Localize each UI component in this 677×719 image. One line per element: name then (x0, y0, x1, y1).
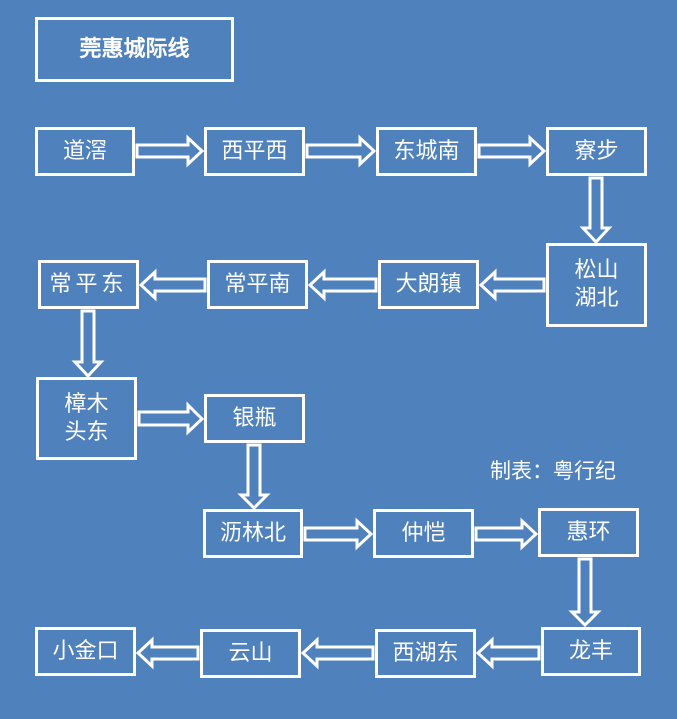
station-longfeng: 龙丰 (541, 627, 641, 676)
credit-text: 制表：粤行纪 (490, 459, 616, 483)
station-songshanhubei: 松山 湖北 (546, 243, 647, 327)
station-label: 常平东 (49, 271, 128, 297)
station-label: 大朗镇 (395, 271, 462, 297)
station-label: 西湖东 (392, 640, 459, 666)
station-label: 东城南 (393, 138, 460, 164)
station-yunshan: 云山 (200, 629, 301, 678)
arrow-left-4 (475, 636, 541, 670)
diagram-title-text: 莞惠城际线 (79, 36, 190, 62)
station-label: 沥林北 (219, 520, 286, 546)
station-dongchengnan: 东城南 (376, 127, 477, 176)
arrow-right-4 (137, 401, 205, 436)
station-label: 龙丰 (568, 638, 613, 664)
station-label: 常平南 (224, 271, 291, 297)
station-zhongkai: 仲恺 (373, 509, 474, 558)
station-zhangmutoudong: 樟木 头东 (36, 377, 137, 460)
arrow-down-1 (579, 176, 613, 245)
arrow-right-6 (474, 517, 539, 551)
station-label: 银瓶 (232, 405, 277, 431)
station-label: 惠环 (566, 519, 611, 545)
station-label: 云山 (228, 640, 273, 666)
arrow-left-2 (307, 268, 378, 302)
arrow-right-3 (477, 134, 547, 168)
arrow-left-6 (135, 636, 200, 670)
station-yinping: 银瓶 (204, 394, 305, 443)
station-xihudong: 西湖东 (375, 629, 476, 678)
arrow-right-1 (135, 134, 205, 168)
station-dalangzhen: 大朗镇 (378, 260, 479, 309)
arrow-left-3 (138, 268, 207, 302)
arrow-left-1 (478, 268, 546, 302)
arrow-down-3 (237, 443, 271, 511)
station-huihuan: 惠环 (538, 508, 639, 557)
station-label: 樟木 头东 (64, 391, 109, 445)
station-label: 仲恺 (401, 520, 446, 546)
arrow-left-5 (300, 636, 375, 670)
station-linbei: 沥林北 (203, 509, 303, 558)
arrow-down-2 (71, 309, 105, 379)
station-changpingnan: 常平南 (207, 260, 308, 309)
station-xiaojinkou: 小金口 (35, 627, 136, 676)
station-label: 小金口 (52, 638, 119, 664)
arrow-down-4 (568, 557, 602, 628)
arrow-right-2 (305, 134, 377, 168)
diagram-title: 莞惠城际线 (35, 17, 234, 82)
station-label: 寮步 (574, 138, 619, 164)
station-changpingdong: 常平东 (38, 260, 139, 309)
station-label: 松山 湖北 (574, 258, 619, 311)
station-liaobu: 寮步 (546, 127, 647, 176)
station-label: 西平西 (221, 138, 288, 164)
station-label: 道滘 (62, 138, 107, 164)
station-daojiao: 道滘 (35, 127, 135, 176)
station-xipingxi: 西平西 (204, 127, 305, 176)
arrow-right-5 (303, 517, 374, 551)
